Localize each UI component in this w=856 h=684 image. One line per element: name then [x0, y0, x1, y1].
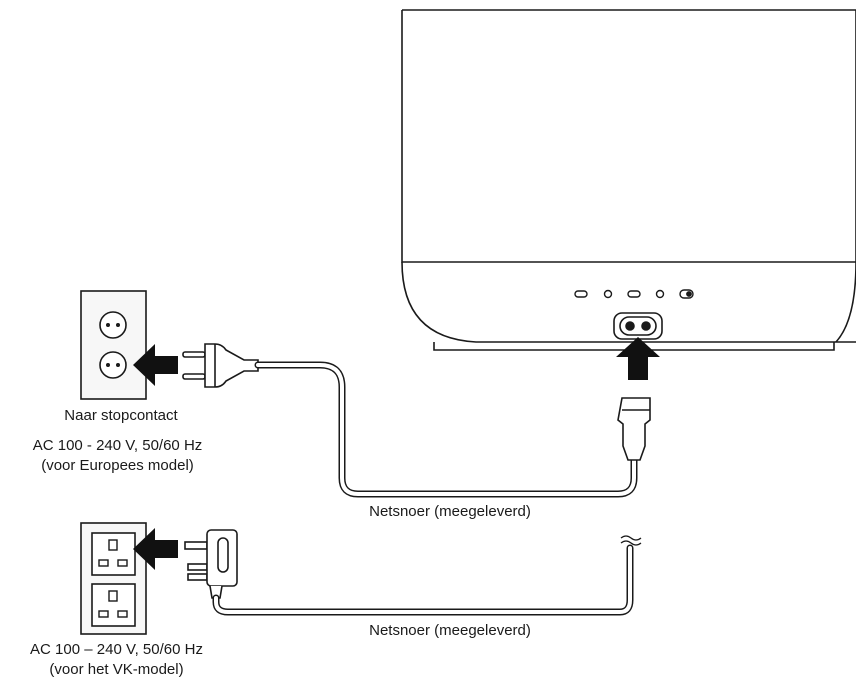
iec-connector — [617, 397, 651, 461]
eu-voltage-label: AC 100 - 240 V, 50/60 Hz — [32, 437, 203, 454]
insert-arrow-up-icon — [616, 337, 660, 380]
insert-arrow-left-icon — [133, 344, 178, 386]
speaker-unit — [401, 9, 856, 351]
uk-socket-top — [91, 532, 136, 576]
switch-port-icon — [679, 289, 694, 299]
speaker-port-panel — [574, 289, 694, 299]
cord-break-mark-icon — [620, 535, 642, 546]
eu-socket-top — [99, 311, 127, 339]
eu-wall-outlet — [80, 290, 147, 400]
eu-socket-bottom — [99, 351, 127, 379]
uk-plug — [184, 529, 238, 599]
ac-inlet — [613, 312, 663, 340]
uk-power-cord — [212, 544, 634, 616]
speaker-bottom-curve — [401, 261, 856, 343]
eu-cord-label: Netsnoer (meegeleverd) — [369, 503, 531, 520]
eu-outlet-label: Naar stopcontact — [64, 407, 178, 424]
usb-port-icon — [574, 290, 588, 298]
uk-cord-label: Netsnoer (meegeleverd) — [369, 622, 531, 639]
speaker-body — [401, 9, 856, 263]
uk-socket-bottom — [91, 583, 136, 627]
eu-model-label: (voor Europees model) — [41, 457, 194, 474]
eu-power-cord — [254, 361, 638, 498]
uk-voltage-label: AC 100 – 240 V, 50/60 Hz — [30, 641, 203, 658]
button-port-icon — [655, 289, 665, 299]
uk-wall-outlet — [80, 522, 147, 635]
jack-port-icon — [603, 289, 613, 299]
insert-arrow-left-uk-icon — [133, 528, 178, 570]
eu-plug — [182, 343, 259, 388]
usb-c-port-icon — [627, 290, 641, 298]
uk-model-label: (voor het VK-model) — [49, 661, 184, 678]
